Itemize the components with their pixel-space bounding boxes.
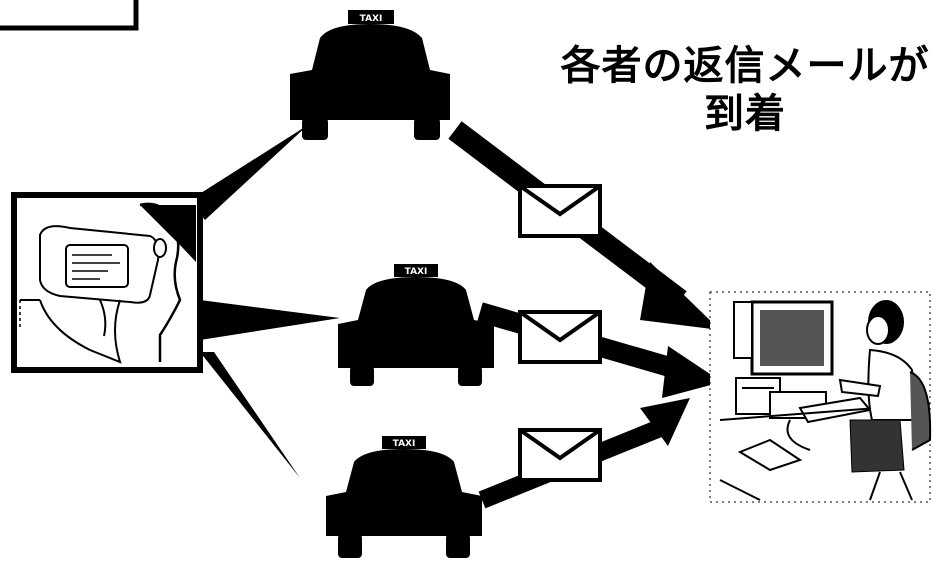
caption-line-1: 各者の返信メールが [560, 43, 930, 89]
envelope-icon [518, 428, 602, 482]
svg-text:TAXI: TAXI [360, 14, 383, 24]
taxi-icon: TAXI [338, 264, 494, 386]
phone-user-panel [11, 192, 203, 373]
beam-to-taxi-bottom [200, 352, 300, 478]
svg-text:TAXI: TAXI [393, 439, 416, 449]
envelope-icon [518, 184, 602, 238]
caption-line-2: 到着 [704, 91, 786, 137]
cropped-frame [0, 0, 139, 31]
envelope-icon [518, 310, 602, 364]
beam-to-taxi-middle [200, 300, 340, 340]
beam-to-taxi-top [190, 125, 308, 220]
taxi-icon: TAXI [326, 436, 482, 558]
svg-text:TAXI: TAXI [405, 267, 428, 277]
taxi-icon: TAXI [290, 10, 450, 140]
computer-operator-illustration [709, 291, 932, 503]
caption-replies-arrived: 各者の返信メールが 到着 [560, 42, 930, 138]
